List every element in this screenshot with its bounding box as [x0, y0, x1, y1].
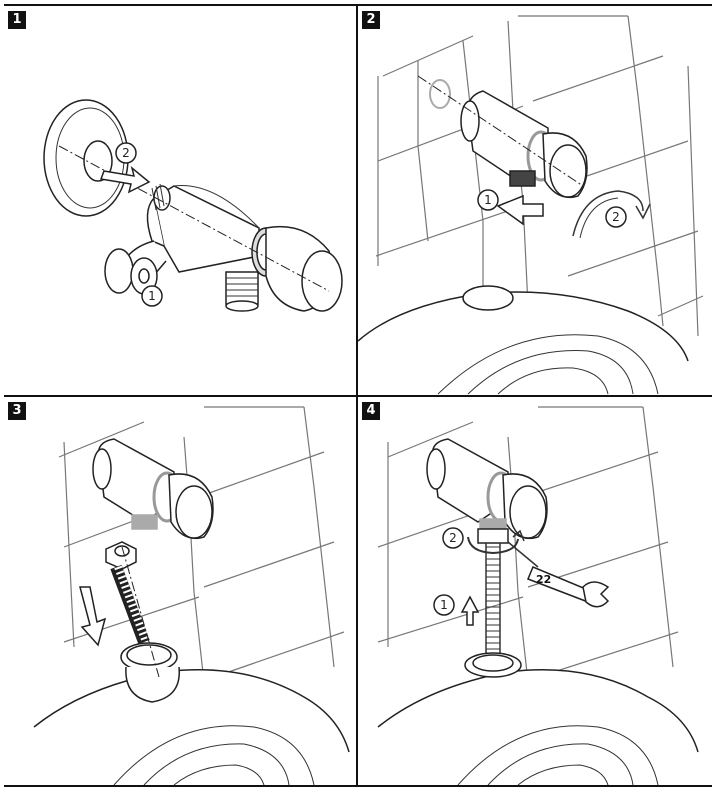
push-arrow: [99, 165, 151, 194]
urinal-bowl: [33, 669, 350, 785]
callout-1: 1: [433, 594, 455, 616]
axis-line: [121, 546, 160, 678]
svg-text:2: 2: [122, 146, 130, 160]
vertical-divider: [356, 4, 358, 787]
svg-text:1: 1: [484, 193, 492, 207]
valve-body: [460, 90, 588, 199]
step-3-panel: 3: [4, 397, 356, 785]
step-1-illustration: 2 1: [43, 99, 343, 312]
step-4-badge: 4: [362, 402, 380, 420]
mounting-bracket: [104, 240, 167, 295]
urinal-bowl: [377, 669, 699, 785]
down-arrow: [79, 586, 107, 647]
callout-2: 2: [605, 206, 627, 228]
svg-text:2: 2: [612, 210, 620, 224]
rosette-flange: [43, 99, 129, 217]
rotate-arrow: [467, 536, 519, 555]
step-1-badge: 1: [8, 11, 26, 29]
valve-body: [426, 438, 548, 540]
valve-body: [92, 438, 214, 540]
rotate-arrow: [572, 190, 644, 237]
bottom-rule: [4, 785, 712, 787]
step-2-badge: 2: [362, 11, 380, 29]
valve-body: [146, 183, 343, 312]
step-4-panel: 4: [358, 397, 712, 785]
callout-1: 1: [141, 285, 163, 307]
svg-text:1: 1: [440, 598, 448, 612]
svg-text:2: 2: [449, 531, 457, 545]
middle-rule: [4, 395, 712, 397]
wrench: 22: [507, 541, 610, 608]
step-3-badge: 3: [8, 402, 26, 420]
top-rule: [4, 4, 712, 6]
step-3-illustration: [33, 406, 350, 785]
wrench-size-label: 22: [536, 573, 551, 586]
push-arrow: [496, 194, 544, 226]
urinal-bowl: [358, 285, 689, 395]
axis-line: [58, 145, 330, 292]
step-2-illustration: 1 2: [358, 15, 704, 395]
rosette-seal: [429, 79, 451, 109]
step-4-illustration: 22 2 1: [377, 406, 699, 785]
callout-2: 2: [115, 142, 137, 164]
flush-pipe: [105, 541, 180, 703]
callout-1: 1: [477, 189, 499, 211]
step-2-panel: 2: [358, 6, 712, 395]
step-1-panel: 1: [4, 6, 356, 395]
axis-line: [417, 75, 584, 187]
wall-tiles: [377, 406, 679, 683]
callout-2: 2: [442, 527, 464, 549]
svg-text:1: 1: [148, 289, 156, 303]
up-arrow: [460, 595, 480, 626]
flush-pipe: [464, 528, 522, 678]
